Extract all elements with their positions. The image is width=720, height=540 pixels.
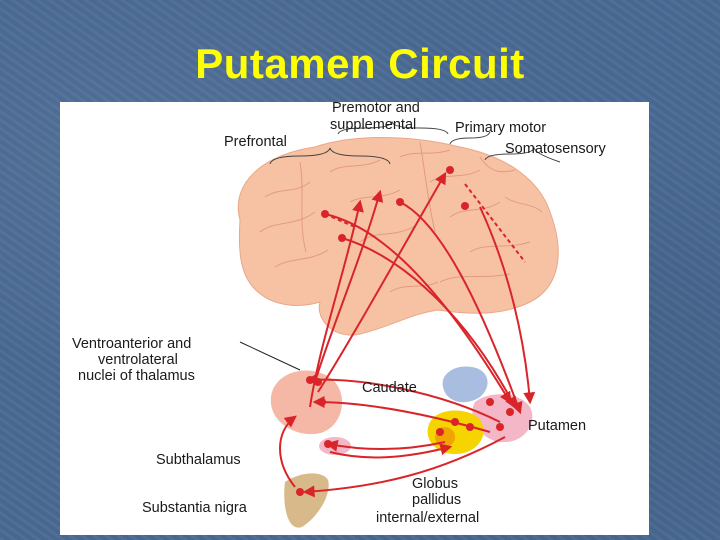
label-braces xyxy=(269,120,561,165)
label-thalamus-line2: ventrolateral xyxy=(98,352,178,368)
slide-title: Putamen Circuit xyxy=(195,40,525,87)
substantia-nigra xyxy=(284,473,329,528)
label-globus-line3: internal/external xyxy=(376,510,479,526)
label-thalamus-line1: Ventroanterior and xyxy=(72,336,191,352)
label-globus-line1: Globus xyxy=(412,476,458,492)
brain-cerebrum xyxy=(237,137,559,336)
label-premotor-line2: supplemental xyxy=(330,117,416,133)
pathways xyxy=(279,171,536,498)
label-globus-line2: pallidus xyxy=(412,492,461,508)
diagram-figure: Premotor and supplemental Primary motor … xyxy=(60,102,649,535)
putamen-circuit-diagram: Premotor and supplemental Primary motor … xyxy=(72,102,606,528)
label-somatosensory: Somatosensory xyxy=(505,141,606,157)
label-primary-motor: Primary motor xyxy=(455,120,546,136)
label-substantia-nigra: Substantia nigra xyxy=(142,500,248,516)
label-premotor-line1: Premotor and xyxy=(332,102,420,116)
label-putamen: Putamen xyxy=(528,418,586,434)
label-prefrontal: Prefrontal xyxy=(224,134,287,150)
pathway-nodes xyxy=(296,166,514,496)
label-thalamus-line3: nuclei of thalamus xyxy=(78,368,195,384)
caudate xyxy=(442,366,488,403)
dashed-pathways xyxy=(324,183,526,263)
label-caudate: Caudate xyxy=(362,380,417,396)
label-subthalamus: Subthalamus xyxy=(156,452,241,468)
thalamus-pointer xyxy=(239,341,301,371)
